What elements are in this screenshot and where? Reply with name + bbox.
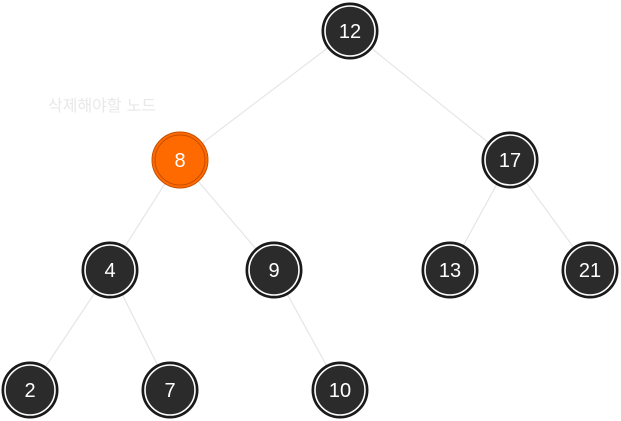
node-inner-circle <box>564 244 616 296</box>
tree-node: 13 <box>421 241 479 299</box>
delete-target-annotation: 삭제해야할 노드 <box>48 96 157 115</box>
node-label: 4 <box>104 260 115 282</box>
node-inner-circle <box>484 134 536 186</box>
edge-layer <box>29 30 591 391</box>
tree-node: 4 <box>81 241 139 299</box>
node-inner-circle <box>314 364 366 416</box>
node-label: 10 <box>329 380 351 402</box>
node-label: 9 <box>268 260 279 282</box>
tree-node-highlighted: 8 <box>151 131 209 189</box>
node-inner-circle <box>248 244 300 296</box>
tree-node: 12 <box>321 2 379 60</box>
edge-n12-n17 <box>349 30 511 161</box>
tree-node: 17 <box>481 131 539 189</box>
node-label: 21 <box>579 260 601 282</box>
node-inner-circle <box>154 134 206 186</box>
node-inner-circle <box>84 244 136 296</box>
node-label: 12 <box>339 21 361 43</box>
node-inner-circle <box>4 364 56 416</box>
node-label: 7 <box>164 380 175 402</box>
node-label: 8 <box>174 150 185 172</box>
tree-node: 9 <box>245 241 303 299</box>
tree-node: 10 <box>311 361 369 419</box>
tree-node: 21 <box>561 241 619 299</box>
node-inner-circle <box>424 244 476 296</box>
node-inner-circle <box>324 5 376 57</box>
node-label: 13 <box>439 260 461 282</box>
edge-n12-n8 <box>179 30 351 161</box>
node-label: 2 <box>24 380 35 402</box>
node-label: 17 <box>499 150 521 172</box>
node-inner-circle <box>144 364 196 416</box>
tree-node: 2 <box>1 361 59 419</box>
tree-node: 7 <box>141 361 199 419</box>
